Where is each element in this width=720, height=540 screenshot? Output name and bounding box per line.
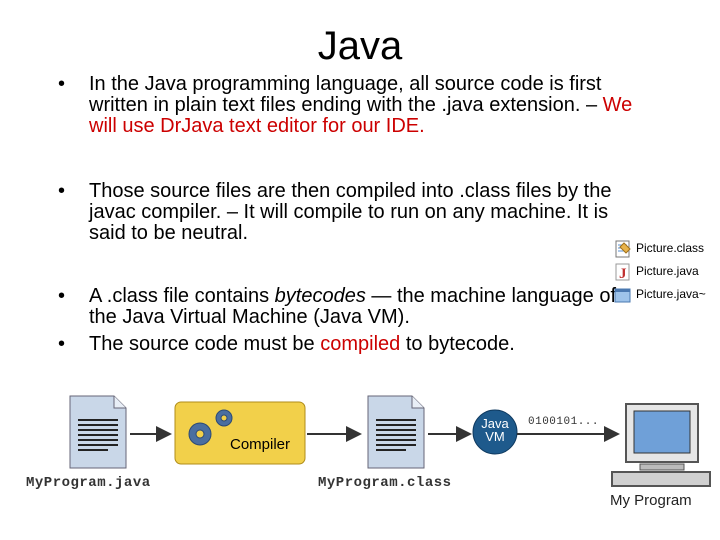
file-name: Picture.java~ [636,287,706,301]
computer-icon [611,403,711,487]
binary-stream-label: 0100101... [528,416,600,428]
file-name: Picture.java [636,264,699,278]
bullet-text: In the Java programming language, all so… [89,74,658,137]
class-file-icon [615,240,631,258]
bullet-4: • The source code must be compiled to by… [58,334,658,355]
class-file-label: MyProgram.class [318,475,452,491]
vm-label-line-2: VM [485,429,505,444]
source-file-label: MyProgram.java [26,475,151,491]
bullet-text: Those source files are then compiled int… [89,180,612,244]
bullet-3-italic: bytecodes [274,285,366,307]
diagram-graphic [69,395,711,487]
bullet-text: The source code must be compiled to byte… [89,334,658,355]
file-item-class[interactable]: Picture.class [612,238,720,261]
java-vm-icon [472,409,518,455]
vm-label-line-1: Java [481,416,509,431]
bullet-2: • Those source files are then compiled i… [58,181,648,244]
bullet-3: • A .class file contains bytecodes — the… [58,286,618,328]
java-file-icon: J [615,263,630,281]
bullet-dot: • [58,73,66,95]
svg-text:J: J [619,266,627,281]
gear-icon [188,409,233,446]
class-file-document-icon [367,395,425,469]
bullet-dot: • [58,285,66,307]
bullet-4-text-2: to bytecode. [400,333,515,355]
slide-title: Java [317,24,403,68]
bullet-4-highlight: compiled [320,333,401,355]
bullet-dot: • [58,333,66,355]
file-name: Picture.class [636,241,705,255]
bullet-4-text: The source code must be [89,333,321,355]
bullet-1: • In the Java programming language, all … [58,74,658,137]
bullet-1-text: In the Java programming language, all so… [89,73,603,116]
java-source-document-icon [69,395,127,469]
bullet-3-text: A .class file contains [89,285,275,307]
computer-label: My Program [610,492,692,509]
file-list: Picture.class J Picture.java Picture.jav… [612,238,720,307]
bullet-1-highlight: We will use DrJava text editor for our I… [89,94,633,137]
compiler-box [174,401,306,465]
compiler-label: Compiler [230,436,291,453]
file-item-backup[interactable]: Picture.java~ [612,284,720,307]
file-item-java[interactable]: J Picture.java [612,261,720,284]
bullet-dot: • [58,180,66,202]
compilation-diagram: Compiler Java VM 0100101... MyProgram.ja… [0,380,720,540]
bullet-3-text-2: — the machine language of the Java Virtu… [89,285,616,328]
vm-label: Java VM [473,417,517,443]
bullet-text: A .class file contains bytecodes — the m… [89,286,618,328]
backup-file-icon [614,288,631,303]
